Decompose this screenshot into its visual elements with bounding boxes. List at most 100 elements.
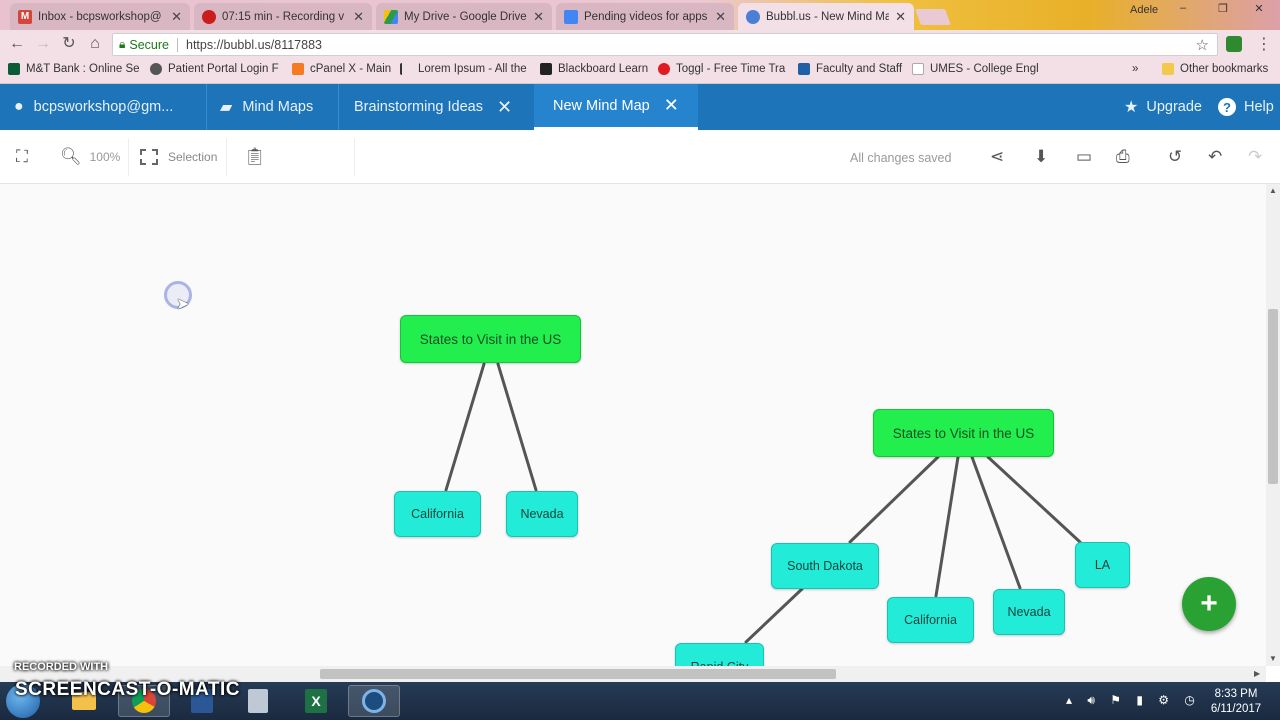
tab-brainstorming-ideas[interactable]: Brainstorming Ideas ✕ xyxy=(354,84,512,130)
divider xyxy=(206,84,207,130)
mind-map-child-node[interactable]: Nevada xyxy=(506,491,578,537)
zoom-control[interactable]: 🔍︎ 100% xyxy=(60,147,120,167)
help-button[interactable]: ? Help xyxy=(1218,84,1274,130)
browser-tab-bubbl[interactable]: Bubbl.us - New Mind Ma ✕ xyxy=(738,3,914,30)
new-tab-button[interactable] xyxy=(915,9,951,25)
close-tab-icon[interactable]: ✕ xyxy=(353,8,364,24)
profile-name[interactable]: Adele xyxy=(1130,4,1159,16)
mind-map-child-node[interactable]: LA xyxy=(1075,542,1130,588)
word-taskbar-icon[interactable] xyxy=(176,685,228,717)
upgrade-button[interactable]: ★ Upgrade xyxy=(1124,84,1202,130)
undo-button[interactable]: ↶ xyxy=(1208,147,1222,167)
close-tab-icon[interactable]: ✕ xyxy=(715,8,726,24)
bookmark-item[interactable]: UMES - College Engl xyxy=(912,63,1039,75)
bookmark-item[interactable]: M&T Bank : Online Se xyxy=(8,63,140,75)
browser-tab-recording[interactable]: 07:15 min - Recording v ✕ xyxy=(194,3,372,30)
present-button[interactable]: ▭ xyxy=(1076,147,1092,167)
download-button[interactable]: ⬇ xyxy=(1034,147,1048,167)
watermark-logo-text: SCREENCAST-O-MATIC xyxy=(15,679,241,700)
redo-button[interactable]: ↷ xyxy=(1248,147,1262,167)
print-button[interactable]: ⎙ xyxy=(1116,147,1130,167)
calculator-taskbar-icon[interactable] xyxy=(232,685,284,717)
close-icon[interactable]: ✕ xyxy=(663,95,679,115)
other-bookmarks[interactable]: Other bookmarks xyxy=(1162,63,1268,75)
file-explorer-icon[interactable] xyxy=(58,685,110,717)
browser-toolbar: ← → ↻ ⌂ 🔒︎ Secure https://bubbl.us/81178… xyxy=(0,30,1280,58)
reload-icon[interactable]: ↻ xyxy=(62,35,76,52)
browser-menu-icon[interactable]: ⋮ xyxy=(1256,36,1272,53)
bookmark-item[interactable]: Lorem Ipsum - All the xyxy=(400,63,527,75)
selection-tool[interactable]: Selection xyxy=(140,147,217,167)
home-icon[interactable]: ⌂ xyxy=(90,35,100,52)
add-node-button[interactable]: + xyxy=(1182,577,1236,631)
url-text[interactable]: https://bubbl.us/8117883 xyxy=(186,37,322,52)
mind-map-root-node[interactable]: States to Visit in the US xyxy=(873,409,1054,457)
scroll-right-icon[interactable]: ▶ xyxy=(1254,669,1261,678)
bookmark-item[interactable]: cPanel X - Main xyxy=(292,63,391,75)
scroll-down-icon[interactable]: ▼ xyxy=(1269,654,1277,663)
tab-mind-maps[interactable]: ▰ Mind Maps xyxy=(220,84,313,130)
close-tab-icon[interactable]: ✕ xyxy=(533,8,544,24)
maximize-button[interactable]: ❐ xyxy=(1218,3,1228,15)
address-bar[interactable]: 🔒︎ Secure https://bubbl.us/8117883 ☆ xyxy=(112,33,1218,56)
scrollbar-thumb[interactable] xyxy=(1268,309,1278,484)
mind-map-child-node[interactable]: South Dakota xyxy=(771,543,879,589)
tab-label: Mind Maps xyxy=(242,99,314,115)
scroll-up-icon[interactable]: ▲ xyxy=(1269,186,1277,195)
connector xyxy=(496,362,538,492)
start-button[interactable] xyxy=(6,684,40,718)
fit-screen-button[interactable]: ⛶ xyxy=(16,147,28,167)
browser-tab-docs[interactable]: Pending videos for apps ✕ xyxy=(556,3,734,30)
mind-map-child-node[interactable]: California xyxy=(394,491,481,537)
folder-icon xyxy=(72,692,96,710)
bookmark-item[interactable]: Patient Portal Login F xyxy=(150,63,279,75)
recorder-taskbar-icon[interactable] xyxy=(348,685,400,717)
minimize-button[interactable]: – xyxy=(1179,2,1187,14)
tab-new-mind-map[interactable]: New Mind Map ✕ xyxy=(534,84,698,130)
watermark-caption: RECORDED WITH xyxy=(14,661,109,673)
browser-tab-gmail[interactable]: M Inbox - bcpsworkshop@ ✕ xyxy=(10,3,190,30)
recorder-icon xyxy=(362,689,386,713)
tab-label: New Mind Map xyxy=(553,97,650,114)
lorem-icon xyxy=(400,63,412,75)
vertical-scrollbar[interactable]: ▲ ▼ xyxy=(1266,184,1280,666)
bookmark-item[interactable]: Toggl - Free Time Tra xyxy=(658,63,785,75)
bookmark-item[interactable]: Faculty and Staff xyxy=(798,63,902,75)
share-button[interactable]: ⋖ xyxy=(990,147,1004,167)
selection-icon xyxy=(140,149,158,165)
paste-button[interactable]: 📋︎ xyxy=(244,147,266,167)
chrome-taskbar-icon[interactable] xyxy=(118,685,170,717)
close-icon[interactable]: ✕ xyxy=(496,96,513,117)
close-tab-icon[interactable]: ✕ xyxy=(171,8,182,24)
bookmark-label: Patient Portal Login F xyxy=(168,63,279,75)
mind-map-child-node[interactable]: California xyxy=(887,597,974,643)
bookmark-item[interactable]: Blackboard Learn xyxy=(540,63,648,75)
divider xyxy=(177,37,178,52)
upgrade-label: Upgrade xyxy=(1146,99,1202,115)
connector xyxy=(444,362,486,492)
mind-map-canvas[interactable]: States to Visit in the US California Nev… xyxy=(0,184,1266,666)
window-close-button[interactable]: ✕ xyxy=(1254,3,1264,15)
scrollbar-thumb[interactable] xyxy=(320,669,836,679)
divider xyxy=(128,138,129,176)
bookmark-star-icon[interactable]: ☆ xyxy=(1195,37,1209,54)
user-account[interactable]: ● bcpsworkshop@gm... xyxy=(14,84,173,130)
excel-taskbar-icon[interactable]: X xyxy=(290,685,342,717)
system-tray[interactable]: ▴ 🔊︎ ⚑ ▮ ⚙ ◷ xyxy=(1066,693,1201,707)
folder-icon: ▰ xyxy=(220,99,233,116)
extension-icon[interactable] xyxy=(1226,36,1242,52)
print-icon: ⎙ xyxy=(1116,147,1130,166)
mind-map-grandchild-node[interactable]: Rapid City xyxy=(675,643,764,666)
system-clock[interactable]: 8:33 PM 6/11/2017 xyxy=(1204,687,1268,717)
mind-map-child-node[interactable]: Nevada xyxy=(993,589,1065,635)
bookmark-label: Faculty and Staff xyxy=(816,63,903,75)
browser-tab-drive[interactable]: My Drive - Google Drive ✕ xyxy=(376,3,552,30)
connector xyxy=(986,455,1082,544)
back-icon[interactable]: ← xyxy=(9,35,25,52)
horizontal-scrollbar[interactable]: ▶ xyxy=(0,666,1266,682)
history-button[interactable]: ↺ xyxy=(1168,147,1182,167)
bookmarks-overflow-icon[interactable]: » xyxy=(1132,63,1139,75)
close-tab-icon[interactable]: ✕ xyxy=(895,8,906,24)
forward-icon[interactable]: → xyxy=(35,35,51,52)
mind-map-root-node[interactable]: States to Visit in the US xyxy=(400,315,581,363)
